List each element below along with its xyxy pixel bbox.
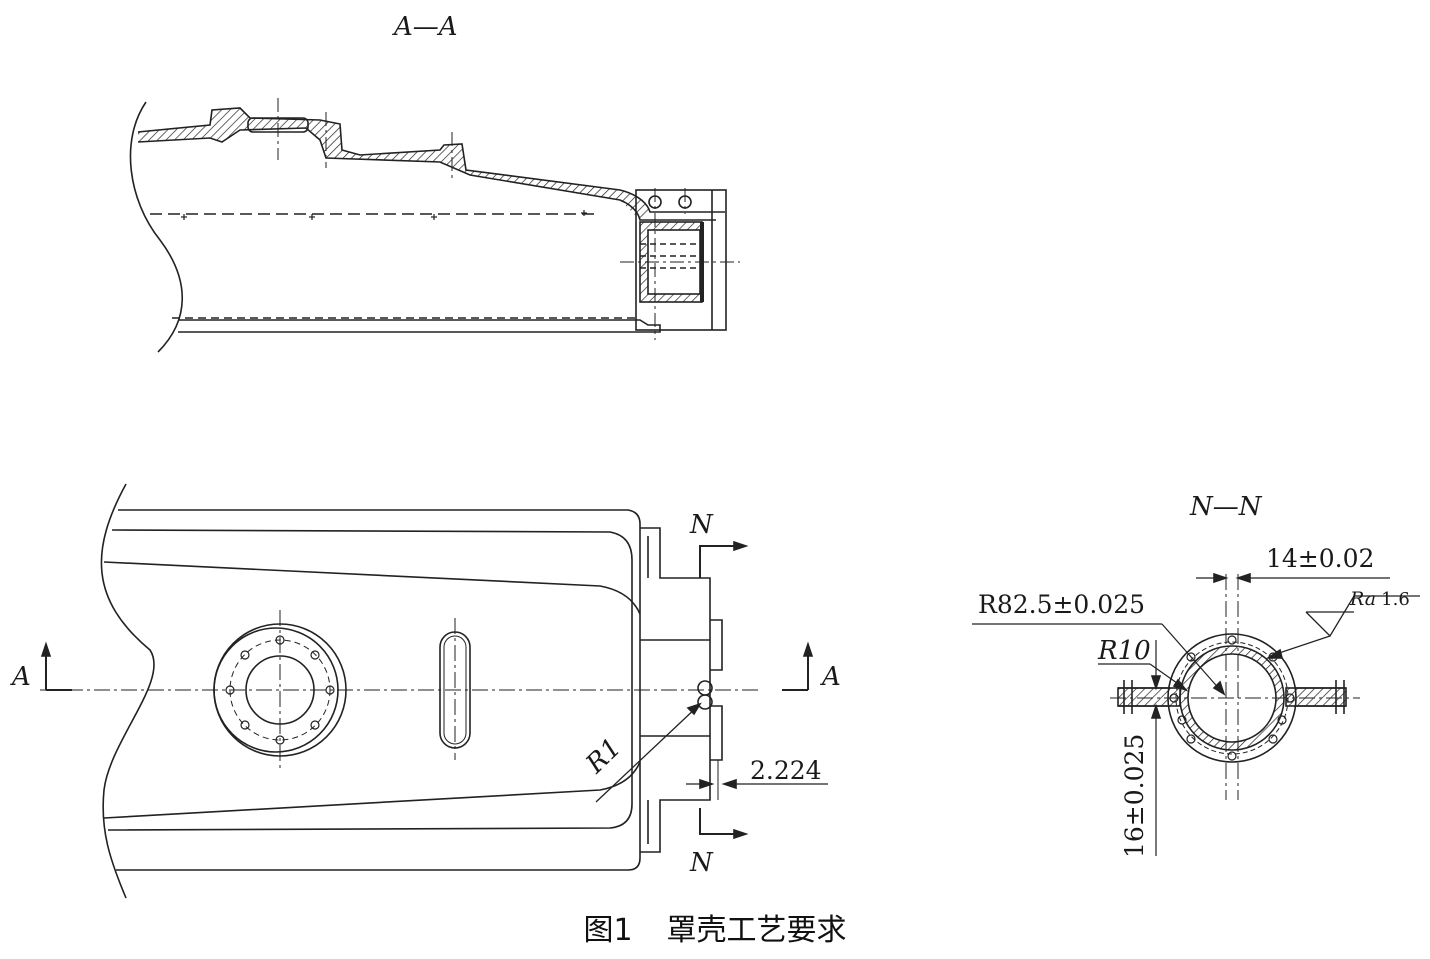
radius-r10-label: R10 [1098,636,1151,666]
figure-caption: 图1 罩壳工艺要求 [0,916,1430,946]
section-marker-n-bottom: N [690,848,713,878]
roughness-prefix: Ra [1350,588,1377,610]
section-marker-n-top: N [690,510,713,540]
plan-view [40,483,828,899]
height-tolerance-label: 16±0.025 [1120,733,1149,858]
figure-number: 图1 [583,913,633,948]
figure-caption-text: 罩壳工艺要求 [666,913,847,948]
radius-r82-label: R82.5±0.025 [978,590,1146,619]
section-nn-view [972,572,1420,856]
width-tolerance-label: 14±0.02 [1266,544,1375,573]
roughness-symbol: Ra 1.6 [1350,590,1410,609]
section-aa-title: A—A [394,12,458,42]
section-marker-a-right: A [822,662,841,692]
roughness-value: 1.6 [1381,589,1410,610]
section-nn-title: N—N [1190,492,1262,522]
section-marker-a-left: A [12,662,31,692]
section-aa-view [129,98,740,353]
offset-dimension-label: 2.224 [750,756,822,785]
